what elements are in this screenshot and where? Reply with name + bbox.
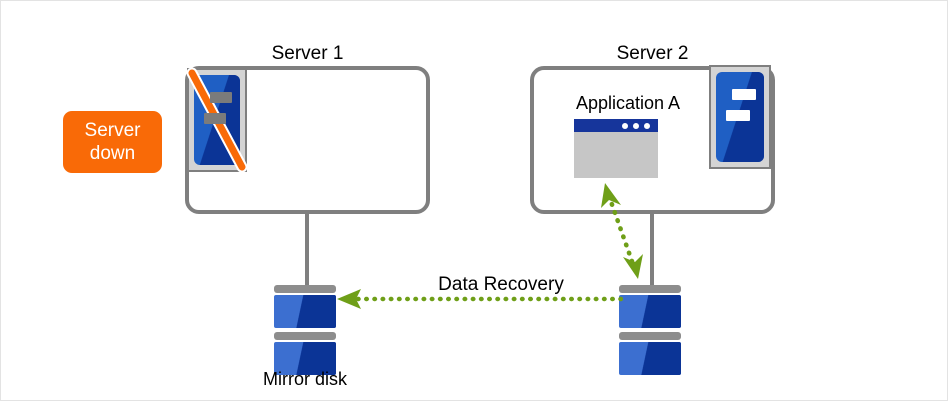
server-down-badge-line1: Server — [84, 120, 141, 141]
server-icon-bar — [732, 89, 756, 100]
server-icon-bar — [210, 92, 232, 103]
application-a-label: Application A — [575, 93, 681, 113]
application-disk-sync-arrow-icon — [601, 183, 643, 279]
window-titlebar — [574, 119, 658, 132]
server-1-disk-connector — [305, 213, 309, 289]
server-down-badge-line2: down — [89, 143, 136, 164]
server-icon-bar — [726, 110, 750, 121]
server-2-disk-icon — [619, 285, 681, 379]
mirror-disk-icon — [274, 285, 336, 379]
data-recovery-label: Data Recovery — [438, 274, 564, 295]
server-icon-bar — [204, 113, 226, 124]
window-dot-icon — [644, 122, 650, 129]
disk-plate — [274, 332, 336, 340]
server-box-icon — [187, 68, 247, 172]
disk-body — [274, 342, 336, 375]
server-2-disk-connector — [650, 213, 654, 289]
disk-body — [619, 295, 681, 328]
server-box-icon — [709, 65, 771, 169]
mirror-disk-label: Mirror disk — [263, 369, 347, 389]
server-1-title: Server 1 — [271, 43, 344, 64]
server-2-title: Server 2 — [616, 43, 689, 64]
window-dot-icon — [622, 122, 628, 129]
disk-plate — [619, 285, 681, 293]
application-window-icon — [574, 119, 658, 178]
disk-plate — [274, 285, 336, 293]
window-dot-icon — [633, 122, 639, 129]
data-recovery-arrow-icon — [337, 289, 623, 309]
disk-body — [619, 342, 681, 375]
disk-body — [274, 295, 336, 328]
disk-plate — [619, 332, 681, 340]
server-down-badge: Server down — [63, 111, 162, 173]
